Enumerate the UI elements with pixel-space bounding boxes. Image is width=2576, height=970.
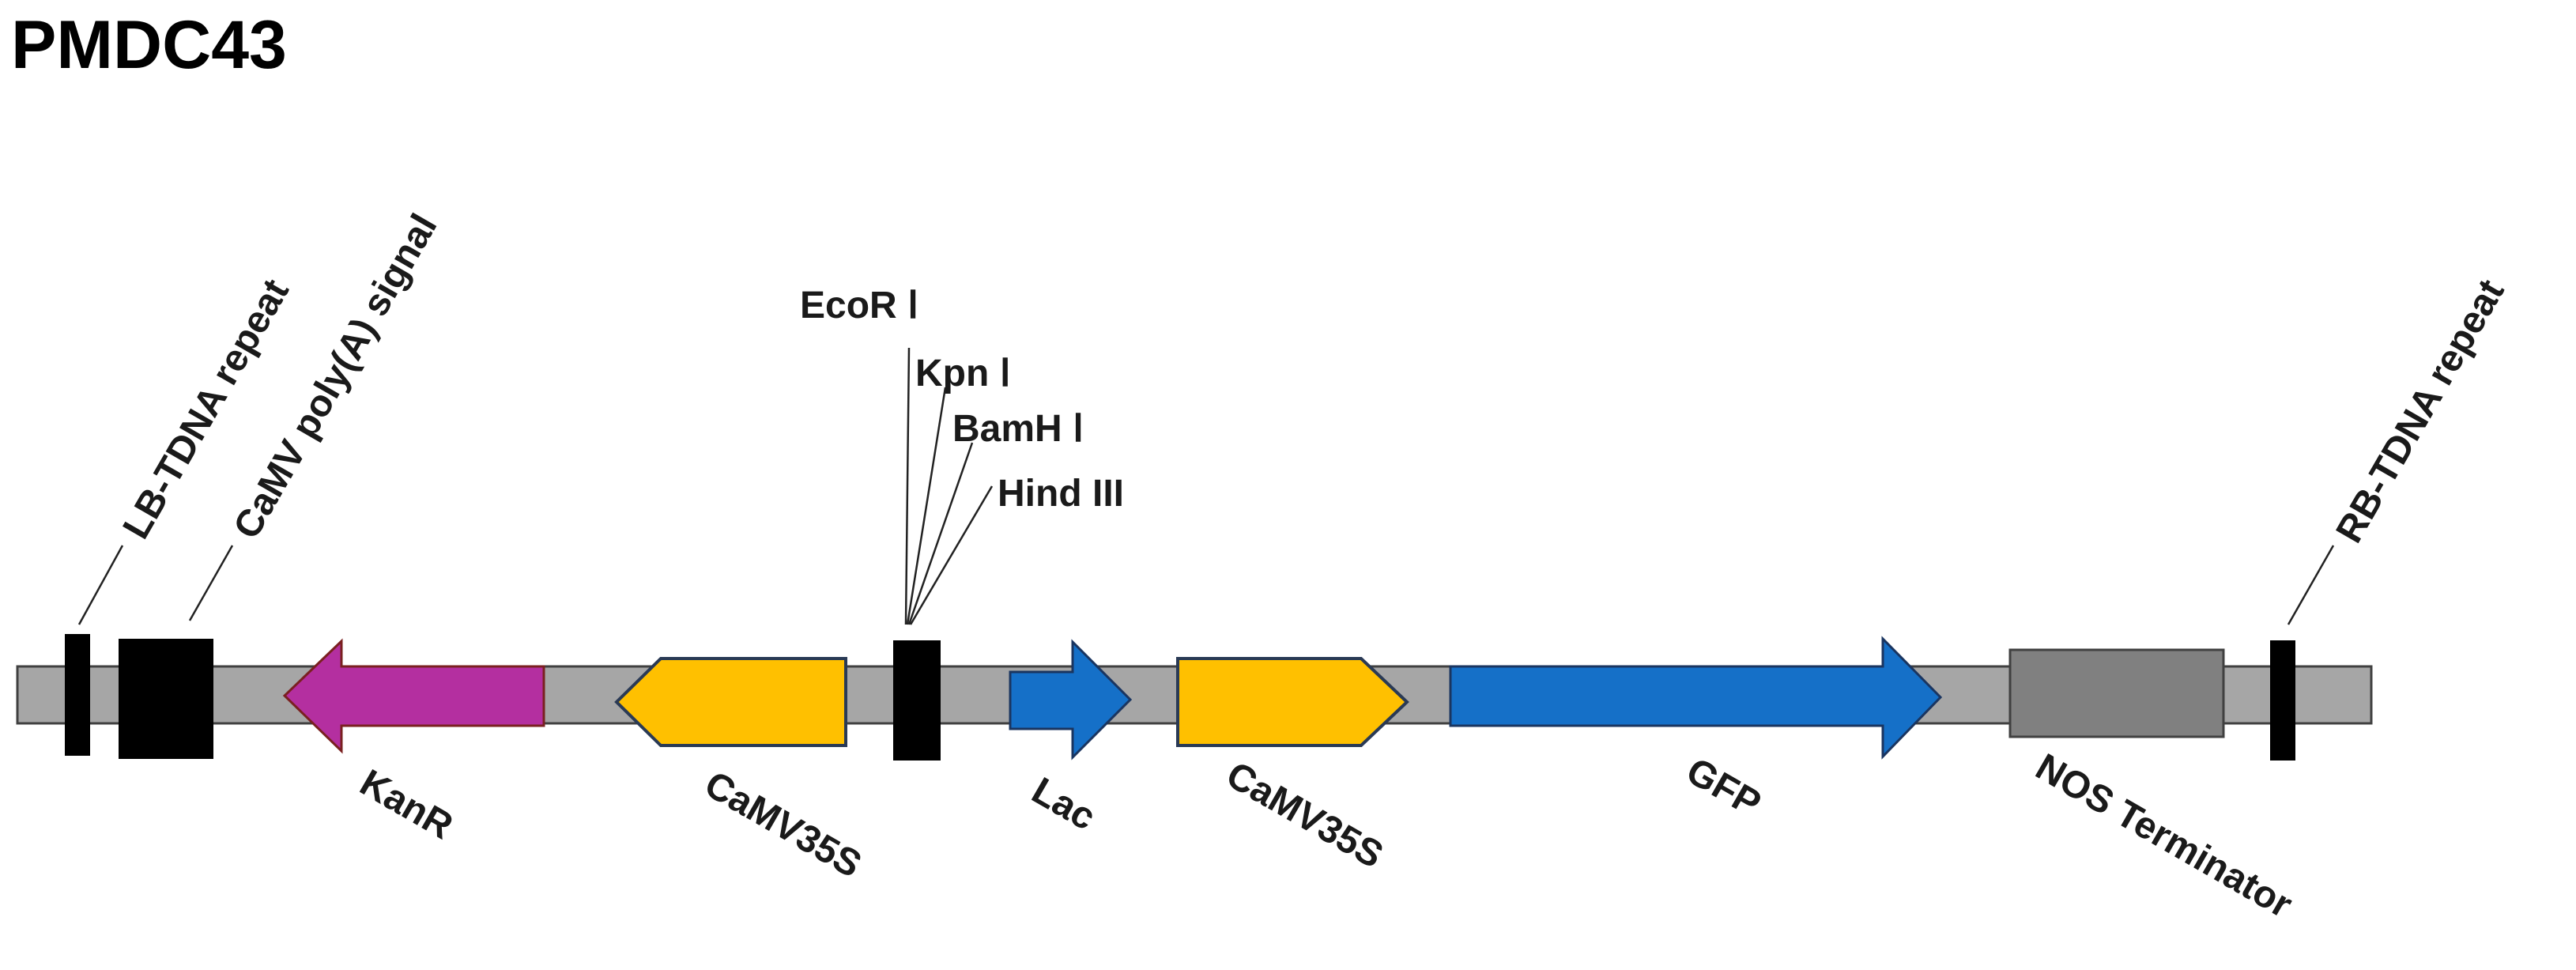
lb-repeat-leader-line xyxy=(77,545,124,625)
camv35s-label-2: CaMV35S xyxy=(1220,754,1390,877)
camv35s-promoter-2 xyxy=(1176,657,1409,747)
camv-polya-signal-label: CaMV poly(A) signal xyxy=(226,207,446,545)
rb-repeat-leader-line xyxy=(2287,545,2335,625)
camv-polya-signal-block xyxy=(119,639,213,759)
diagram-title: PMDC43 xyxy=(11,7,287,83)
rb-tdna-repeat-marker xyxy=(2270,640,2295,761)
kpni-leader-line xyxy=(906,387,947,625)
kanr-gene-arrow xyxy=(282,638,545,754)
nos-terminator-block xyxy=(2008,648,2225,738)
ecori-label: EcoR Ⅰ xyxy=(800,285,918,326)
hindiii-label: Hind III xyxy=(998,473,1124,515)
lb-tdna-repeat-marker xyxy=(65,634,90,756)
multiple-cloning-site-block xyxy=(893,640,941,761)
rb-tdna-repeat-label: RB-TDNA repeat xyxy=(2329,273,2513,550)
polya-leader-line xyxy=(188,545,234,621)
gfp-label: GFP xyxy=(1680,750,1768,825)
gfp-gene-arrow xyxy=(1449,636,1943,760)
ecori-leader-line xyxy=(904,347,911,625)
hindiii-leader-line xyxy=(909,485,994,625)
nos-terminator-label: NOS Terminator xyxy=(2029,746,2299,927)
kanr-label: KanR xyxy=(353,762,460,848)
camv35s-promoter-1 xyxy=(614,657,847,747)
lac-label: Lac xyxy=(1025,770,1103,839)
kpni-label: Kpn Ⅰ xyxy=(915,353,1011,394)
bamhi-leader-line xyxy=(907,442,974,625)
bamhi-label: BamH Ⅰ xyxy=(952,408,1084,450)
lac-arrow xyxy=(1009,639,1133,761)
camv35s-label-1: CaMV35S xyxy=(698,764,869,886)
